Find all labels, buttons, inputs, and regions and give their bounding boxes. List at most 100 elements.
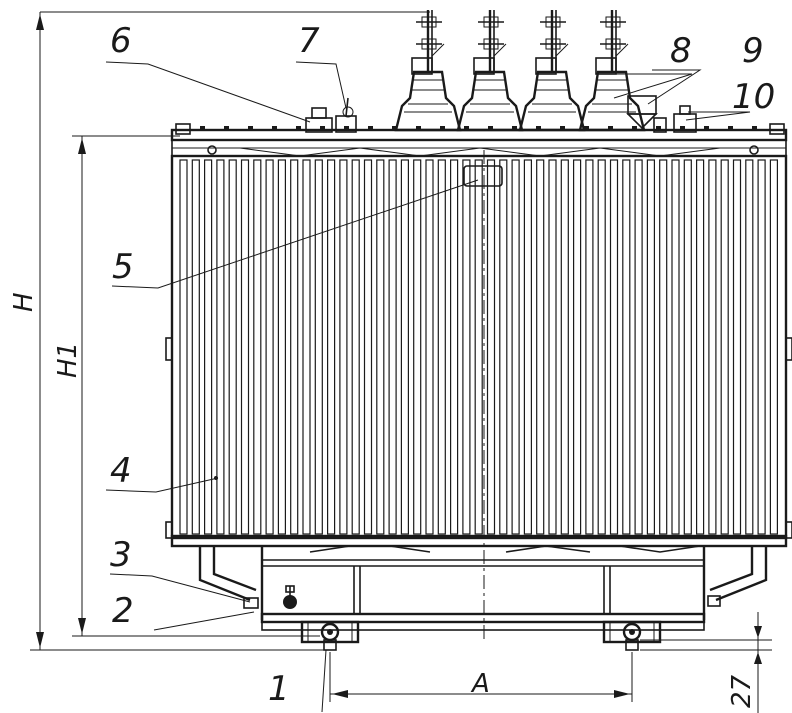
dimension-labels: H H1 A 27 [9,292,757,708]
radiator-fin [622,159,631,535]
bushing [394,10,462,132]
dim-total-height: H [9,292,39,312]
cover-bolt [248,126,253,130]
radiator-fin [376,159,385,535]
radiator-fin [523,159,533,535]
cover-bolt [368,126,373,130]
radiator-fin [671,159,680,535]
cover-bolt [344,126,349,130]
cover-bolt [488,126,493,130]
radiator-fin [450,159,459,535]
radiator-fin [240,159,250,535]
radiator-fin [314,159,323,535]
bushing [578,10,646,132]
wheel [300,620,360,651]
tank-body [165,150,792,640]
dim-wheel-spacing: A [470,669,490,699]
cover-accessories [305,95,697,133]
cover-bolt [680,126,685,130]
radiator-fin [253,159,262,535]
callout-10: 10 [732,77,775,117]
radiator-fin [486,159,496,535]
radiator-fin [413,159,422,535]
radiator-fin [585,159,594,535]
cover-bolt [632,126,637,130]
radiator-fin [462,159,471,535]
cover-bolt [584,126,589,130]
radiator-fin [228,159,237,535]
radiator-fin [708,159,717,535]
cover-bolt [392,126,397,130]
radiator-fin [572,159,582,535]
radiator-fin [425,159,434,535]
cover-bolt [320,126,325,130]
radiator-fin [745,159,754,535]
leader-lines [105,61,751,713]
radiator-fin [720,159,729,535]
radiator-fin [363,159,373,535]
bushing [456,10,524,132]
radiator-fin [609,159,619,535]
bushing [518,10,586,132]
radiator-fin [548,159,557,535]
callout-1: 1 [268,669,290,709]
radiator-fin [597,159,606,535]
cover-bolt [224,126,229,130]
radiator-fin [511,159,520,535]
radiator-fin [634,159,643,535]
callout-4: 4 [110,451,132,491]
radiator-fin [646,159,656,535]
cover-bolt [560,126,565,130]
base-frame [198,545,768,651]
dim-tank-height: H1 [53,342,83,378]
cover-bolt [608,126,613,130]
cover-bolt [704,126,709,130]
wheel [602,620,662,651]
radiator-fin [400,159,409,535]
callout-9: 9 [742,31,764,71]
cover-bolt [440,126,445,130]
radiator-fin [191,159,200,535]
radiator-fin [560,159,569,535]
cover-bolt [656,126,661,130]
radiator-fin [695,159,705,535]
callout-5: 5 [112,247,134,287]
radiator-fin [437,159,446,535]
cover-bolt [416,126,421,130]
cover-bolt [464,126,469,130]
radiator-fin [204,159,213,535]
dimension-lines [30,11,772,713]
radiator-fin [536,159,545,535]
radiator-fin [474,159,483,535]
callout-6: 6 [110,21,132,61]
radiator-fin [659,159,668,535]
radiator-fin [499,159,508,535]
callout-labels: 1 2 3 4 5 6 7 8 9 10 [110,21,775,709]
radiator-fin [302,159,311,535]
callout-3: 3 [110,535,132,575]
cover-bolt [752,126,757,130]
radiator-fin [265,159,274,535]
radiator-fin [290,159,299,535]
radiator-fin [732,159,742,535]
radiator-fin [757,159,766,535]
callout-8: 8 [670,31,692,71]
tank-cover [170,123,788,157]
radiator-fin [683,159,692,535]
radiator-fin [769,159,779,535]
radiator-fin [388,159,397,535]
radiator-fin [351,159,360,535]
cover-bolt [200,126,205,130]
cover-bolt [728,126,733,130]
radiator-fin [327,159,336,535]
hv-bushings [394,10,646,132]
radiator-fin [277,159,286,535]
cover-bolt [512,126,517,130]
cover-bolt [536,126,541,130]
dim-base-offset: 27 [727,674,757,708]
callout-2: 2 [112,591,134,631]
radiator-fin [179,159,188,535]
cover-bolt [296,126,301,130]
cover-bolt [272,126,277,130]
